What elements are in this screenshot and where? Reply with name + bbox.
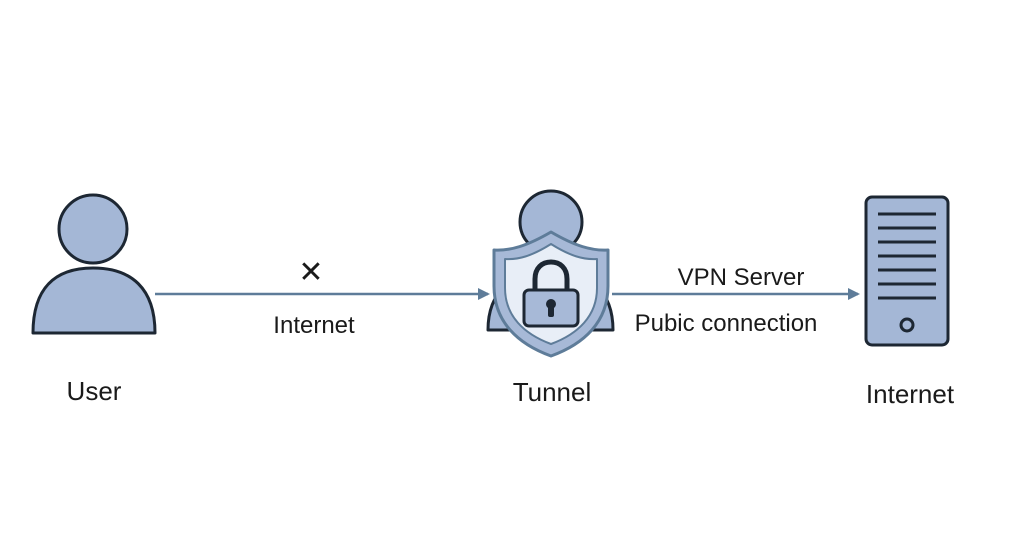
edge-label-public-connection: Pubic connection <box>635 310 818 337</box>
tunnel-label: Tunnel <box>513 377 592 407</box>
user-icon <box>31 193 157 335</box>
internet-label: Internet <box>866 379 955 409</box>
edge-label-internet: Internet <box>273 312 355 339</box>
user-label: User <box>67 376 122 406</box>
edge-label-vpn-server: VPN Server <box>678 264 805 291</box>
blocked-mark: ✕ <box>298 256 323 289</box>
shield-lock-icon <box>486 189 615 358</box>
server-icon <box>864 195 950 347</box>
lock-shackle <box>532 259 570 295</box>
